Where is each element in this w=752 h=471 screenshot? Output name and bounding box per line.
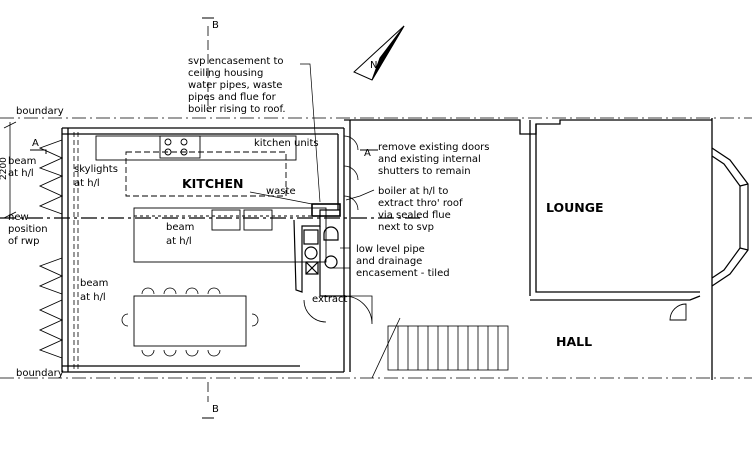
beam-left-label-2: at h/l — [8, 168, 34, 179]
house-walls — [344, 118, 713, 380]
kitchen-label: KITCHEN — [182, 176, 244, 191]
svp-note: svp encasement to ceiling housing water … — [188, 56, 286, 115]
svg-text:shutters to remain: shutters to remain — [378, 166, 471, 177]
beam-left-label-1: beam — [8, 156, 36, 167]
wc-room — [293, 209, 344, 297]
kitchen-island — [133, 207, 327, 263]
dimension-line — [3, 121, 17, 219]
svg-text:and drainage: and drainage — [356, 256, 422, 267]
dimension-label: 2200 — [0, 157, 9, 180]
boiler-note: boiler at h/l to extract thro' roof via … — [378, 186, 463, 233]
svg-text:boiler at h/l to: boiler at h/l to — [378, 186, 448, 197]
doors-note: remove existing doors and existing inter… — [378, 142, 490, 177]
boundary-bottom-label: boundary — [16, 368, 64, 379]
pipe-note: low level pipe and drainage encasement -… — [356, 244, 450, 279]
new-rwp-label-1: new — [8, 212, 29, 223]
skylights-label-2: at h/l — [74, 178, 100, 189]
extension-walls — [61, 127, 345, 373]
new-rwp-label-3: of rwp — [8, 236, 39, 247]
hall-label: HALL — [556, 334, 592, 349]
kitchen-counter — [95, 135, 297, 197]
svg-text:and existing internal: and existing internal — [378, 154, 481, 165]
svg-text:via sealed flue: via sealed flue — [378, 210, 451, 221]
section-line-a — [0, 149, 420, 219]
bay-window — [711, 147, 749, 287]
section-a-marker-right: A — [364, 148, 371, 159]
north-label: N — [370, 60, 377, 71]
hall-door — [669, 303, 687, 321]
svg-text:pipes and flue for: pipes and flue for — [188, 92, 277, 103]
folding-doors — [38, 139, 64, 359]
svg-text:ceiling housing: ceiling housing — [188, 68, 263, 79]
kitchen-units-label: kitchen units — [254, 138, 319, 149]
svg-text:water pipes, waste: water pipes, waste — [188, 80, 282, 91]
section-b-marker-bottom: B — [212, 404, 219, 415]
leader-lines — [249, 63, 375, 269]
svg-text:boiler rising to roof.: boiler rising to roof. — [188, 104, 286, 115]
boundary-lines — [0, 117, 752, 379]
waste-label: waste — [266, 186, 296, 197]
skylights-label-1: skylights — [74, 164, 118, 175]
beam-lower-label-1: beam — [80, 278, 108, 289]
new-rwp-label-2: position — [8, 224, 48, 235]
boundary-top-label: boundary — [16, 106, 64, 117]
north-arrow — [353, 25, 405, 81]
svg-text:encasement - tiled: encasement - tiled — [356, 268, 450, 279]
stairs — [371, 317, 509, 379]
svg-text:remove existing doors: remove existing doors — [378, 142, 490, 153]
svp-encasement — [311, 203, 341, 217]
svg-text:next to svp: next to svp — [378, 222, 434, 233]
dining-chairs — [121, 287, 259, 357]
svg-text:svp encasement to: svp encasement to — [188, 56, 284, 67]
section-b-marker-top: B — [212, 20, 219, 31]
beam-center-label-2: at h/l — [166, 236, 192, 247]
beam-lower-label-2: at h/l — [80, 292, 106, 303]
svg-text:extract thro' roof: extract thro' roof — [378, 198, 463, 209]
dining-table — [133, 295, 247, 347]
extract-label: extract — [312, 294, 348, 305]
svg-text:low level pipe: low level pipe — [356, 244, 425, 255]
lounge-label: LOUNGE — [546, 200, 604, 215]
beam-center-label-1: beam — [166, 222, 194, 233]
section-a-marker: A — [32, 138, 39, 149]
